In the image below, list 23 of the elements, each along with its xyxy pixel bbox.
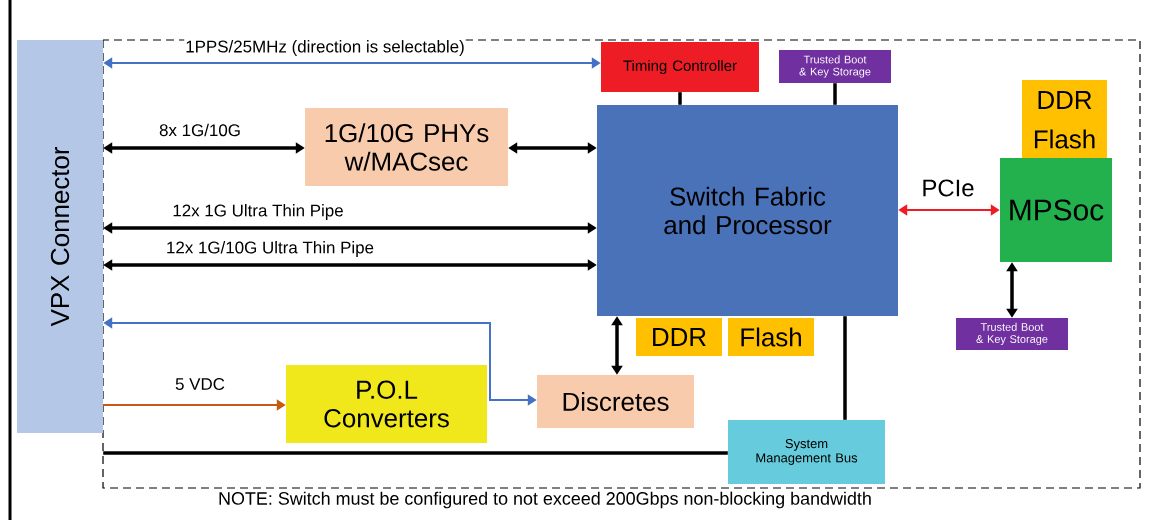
block-box: 1G/10G PHYs w/MACsec [305,108,508,186]
edge-label: 12x 1G/10G Ultra Thin Pipe [165,240,376,258]
node-label: DDR [1038,91,1092,109]
memory-box: DDR [1022,80,1107,120]
block-box: MPSoc [1000,158,1112,262]
memory-box: Flash [1022,120,1107,158]
memory-box: DDR [636,318,722,356]
edge-label: PCIe [920,178,976,198]
edge-label: 8x 1G/10G [158,122,242,138]
block-box: Timing Controller [601,42,759,92]
note: NOTE: Switch must be configured to not exceed 200Gbps non-blocking bandwidth [219,491,871,509]
block-box: P.O.L Converters [286,365,487,443]
edge-label: 12x 1G Ultra Thin Pipe [171,203,345,221]
edge-label: 1PPS/25MHz (direction is selectable) [184,39,466,57]
edge-label: 5 VDC [174,377,226,391]
block-box: VPX Connector [17,40,103,433]
block-box: Trusted Boot & Key Storage [956,318,1068,350]
block-box: Switch Fabric and Processor [597,105,898,316]
memory-box: Flash [728,318,814,356]
block-box: Trusted Boot & Key Storage [779,50,891,83]
node-label: Flash [1034,129,1095,149]
block-box: Discretes [537,375,694,428]
block-box: System Management Bus [728,420,885,484]
